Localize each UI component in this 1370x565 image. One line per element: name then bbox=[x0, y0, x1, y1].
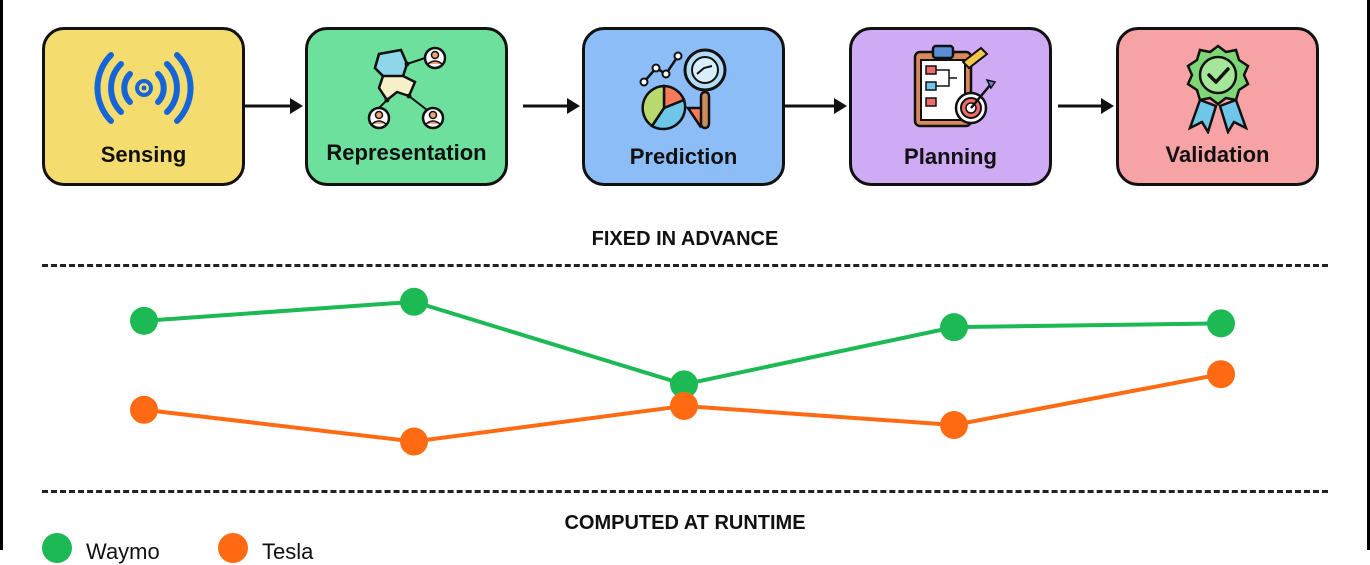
fixed-in-advance-label: FIXED IN ADVANCE bbox=[591, 228, 779, 250]
legend-marker bbox=[218, 533, 248, 563]
flow-arrow bbox=[1058, 98, 1114, 114]
stage-label: Sensing bbox=[100, 142, 187, 167]
wireless-signal-icon bbox=[94, 52, 193, 124]
map-network-icon bbox=[367, 46, 446, 130]
flow-arrow bbox=[785, 98, 847, 114]
data-point-tesla-representation bbox=[400, 427, 428, 456]
data-point-tesla-validation bbox=[1207, 360, 1235, 389]
data-point-waymo-representation bbox=[400, 287, 428, 316]
data-point-waymo-sensing bbox=[130, 306, 158, 335]
top-divider bbox=[42, 264, 1328, 267]
data-point-tesla-planning bbox=[940, 411, 968, 440]
stage-prediction: Prediction bbox=[582, 27, 785, 186]
stage-label: Validation bbox=[1165, 142, 1270, 167]
series-plot bbox=[130, 287, 1235, 456]
data-point-tesla-prediction bbox=[670, 391, 698, 420]
stage-sensing: Sensing bbox=[42, 27, 245, 186]
data-point-tesla-sensing bbox=[130, 395, 158, 424]
stage-label: Representation bbox=[326, 140, 487, 165]
flow-arrow bbox=[245, 98, 303, 114]
legend-label: Tesla bbox=[262, 539, 314, 564]
diagram-frame bbox=[0, 0, 1370, 550]
stage-validation: Validation bbox=[1116, 27, 1319, 186]
legend-label: Waymo bbox=[86, 539, 160, 564]
clipboard-target-icon bbox=[913, 44, 996, 128]
stage-planning: Planning bbox=[849, 27, 1052, 186]
stage-label: Planning bbox=[904, 144, 997, 169]
stage-representation: Representation bbox=[305, 27, 508, 186]
data-point-waymo-planning bbox=[940, 313, 968, 342]
stage-label: Prediction bbox=[629, 144, 738, 169]
legend-marker bbox=[42, 533, 72, 563]
flow-arrow bbox=[523, 98, 580, 114]
data-point-waymo-validation bbox=[1207, 309, 1235, 338]
bottom-divider bbox=[42, 490, 1328, 493]
computed-at-runtime-label: COMPUTED AT RUNTIME bbox=[564, 512, 806, 534]
data-point-waymo-prediction bbox=[670, 370, 698, 399]
award-badge-icon bbox=[1185, 44, 1250, 134]
analytics-magnifier-icon bbox=[639, 48, 726, 131]
